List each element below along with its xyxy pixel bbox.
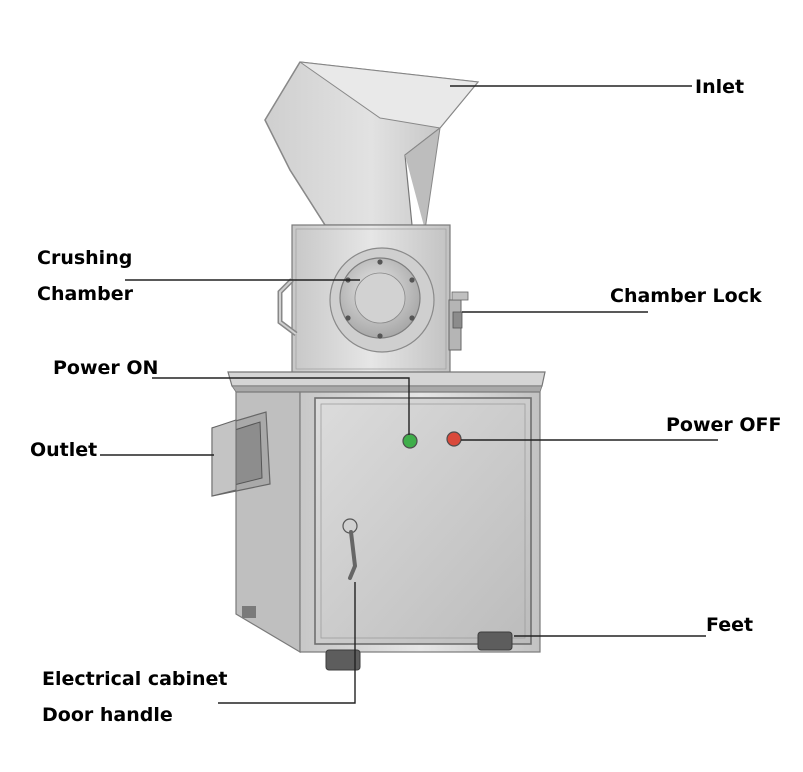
chamber-lock [448, 291, 469, 351]
leader-power-on [152, 377, 410, 435]
leader-door-handle [218, 582, 356, 704]
label-inlet: Inlet [695, 76, 745, 98]
label-chamber-lock: Chamber Lock [610, 285, 762, 307]
power-off-button [446, 431, 462, 447]
label-power-on: Power ON [53, 357, 159, 379]
label-feet: Feet [706, 614, 754, 636]
crushing-chamber [277, 224, 451, 374]
door-handle [342, 518, 358, 580]
table-top [227, 371, 546, 393]
inlet-hopper [264, 61, 480, 231]
label-electrical-cabinet: Electrical cabinet [42, 668, 228, 690]
power-buttons [402, 431, 462, 449]
label-outlet: Outlet [30, 439, 98, 461]
label-door-handle: Door handle [42, 704, 173, 726]
label-chamber: Chamber [37, 283, 133, 305]
electrical-cabinet [235, 391, 541, 654]
label-power-off: Power OFF [666, 414, 782, 436]
power-on-button [402, 433, 418, 449]
outlet-chute [211, 411, 271, 497]
leader-lines [100, 85, 718, 704]
machine-feet [242, 606, 513, 671]
label-crushing: Crushing [37, 247, 133, 269]
